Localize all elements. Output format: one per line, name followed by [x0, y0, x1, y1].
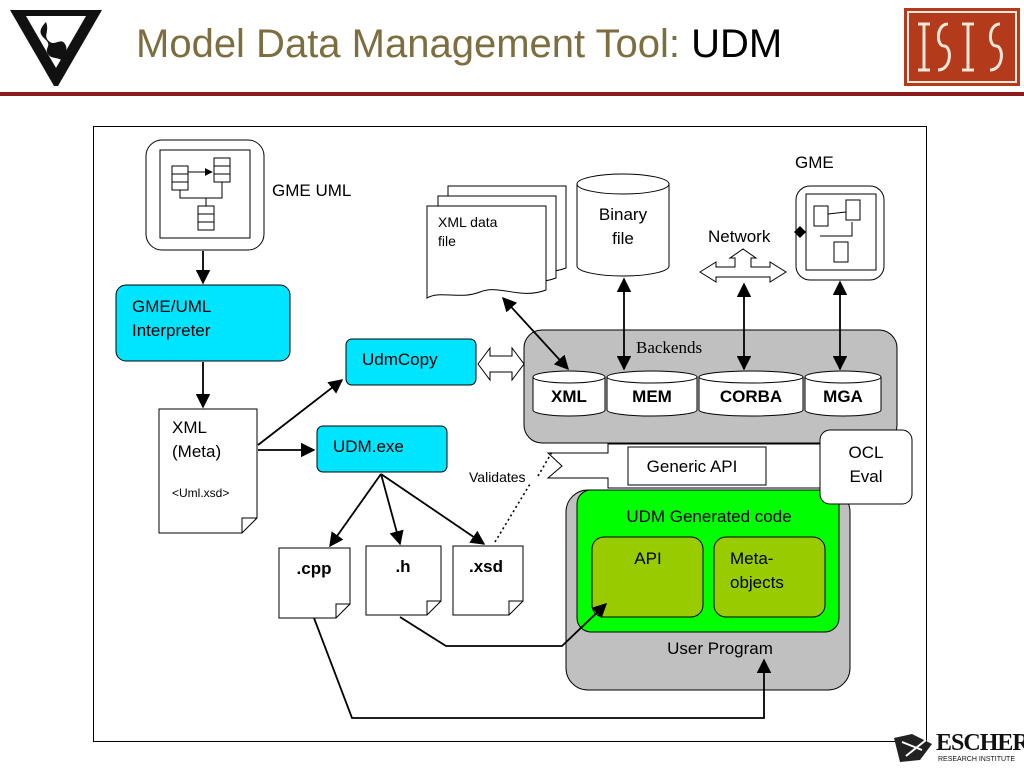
api-box	[591, 536, 704, 618]
gme-label: GME	[795, 153, 834, 172]
gme-uml-label: GME UML	[272, 181, 351, 200]
udmcopy-box	[345, 338, 477, 386]
escher-logo-subtext: RESEARCH INSTITUTE	[938, 756, 1016, 763]
network-label: Network	[708, 227, 771, 246]
diagram-frame	[93, 126, 927, 742]
xml-data-file-line1: XML data	[438, 214, 498, 230]
xml-data-file-line2: file	[438, 233, 456, 249]
title-main: Model Data Management Tool:	[136, 22, 692, 66]
backend-mem-label: MEM	[632, 387, 672, 406]
api-label: API	[634, 549, 661, 568]
escher-logo-text: ESCHER	[936, 730, 1024, 756]
validates-dotted-line-upper	[537, 451, 553, 477]
gme-uml-interpreter-line1: GME/UML	[132, 297, 211, 316]
h-label: .h	[395, 557, 410, 576]
generic-api-box	[627, 446, 767, 486]
udmcopy-double-arrow	[477, 346, 525, 382]
escher-logo: ESCHER RESEARCH INSTITUTE	[892, 730, 1024, 766]
backend-mga: MGA	[804, 370, 882, 417]
backend-mem: MEM	[606, 370, 698, 417]
validates-label: Validates	[469, 469, 526, 485]
backend-xml: XML	[532, 370, 606, 417]
xsd-file: .xsd	[452, 545, 524, 616]
header-rule	[0, 92, 1024, 96]
xsd-label: .xsd	[469, 557, 503, 576]
backend-mga-label: MGA	[823, 387, 863, 406]
meta-objects-box	[713, 536, 826, 618]
backend-corba-label: CORBA	[720, 387, 782, 406]
network-icon	[699, 248, 787, 283]
udm-exe-box	[316, 425, 448, 473]
cpp-label: .cpp	[297, 559, 332, 578]
backend-corba: CORBA	[698, 370, 804, 417]
udmcopy-label: UdmCopy	[362, 350, 438, 369]
slide-title: Model Data Management Tool: UDM	[136, 22, 782, 67]
vanderbilt-logo	[6, 6, 106, 88]
gme-uml-interpreter-box	[115, 284, 291, 362]
meta-objects-line2: objects	[730, 573, 784, 592]
ocl-eval-line1: OCL	[849, 443, 884, 462]
cpp-file: .cpp	[278, 547, 351, 619]
h-file: .h	[365, 545, 442, 616]
udm-exe-label: UDM.exe	[333, 437, 404, 456]
validates-dotted-line	[494, 483, 531, 543]
connectors	[195, 251, 848, 719]
meta-objects-line1: Meta-	[730, 549, 773, 568]
backend-xml-label: XML	[551, 387, 587, 406]
binary-file-line2: file	[612, 229, 634, 248]
ocl-eval-line2: Eval	[849, 467, 882, 486]
backends-label: Backends	[636, 338, 702, 357]
ocl-eval-box	[819, 429, 913, 505]
user-program-label: User Program	[667, 639, 773, 658]
binary-file-line1: Binary	[599, 205, 648, 224]
gme-icon	[794, 185, 885, 281]
generic-api-label: Generic API	[647, 457, 738, 476]
xml-meta-line1: XML	[172, 418, 207, 437]
isis-logo	[904, 8, 1020, 86]
gme-uml-interpreter-line2: Interpreter	[132, 321, 211, 340]
xml-meta-line2: (Meta)	[172, 442, 221, 461]
title-accent: UDM	[691, 22, 783, 66]
generated-code-label: UDM Generated code	[626, 507, 791, 526]
uml-xsd-label: <Uml.xsd>	[172, 486, 229, 500]
gme-uml-icon	[145, 139, 265, 251]
xml-data-file-icon: XML data file	[426, 185, 567, 299]
binary-file-icon: Binary file	[576, 173, 670, 277]
xml-meta-doc	[158, 408, 258, 534]
